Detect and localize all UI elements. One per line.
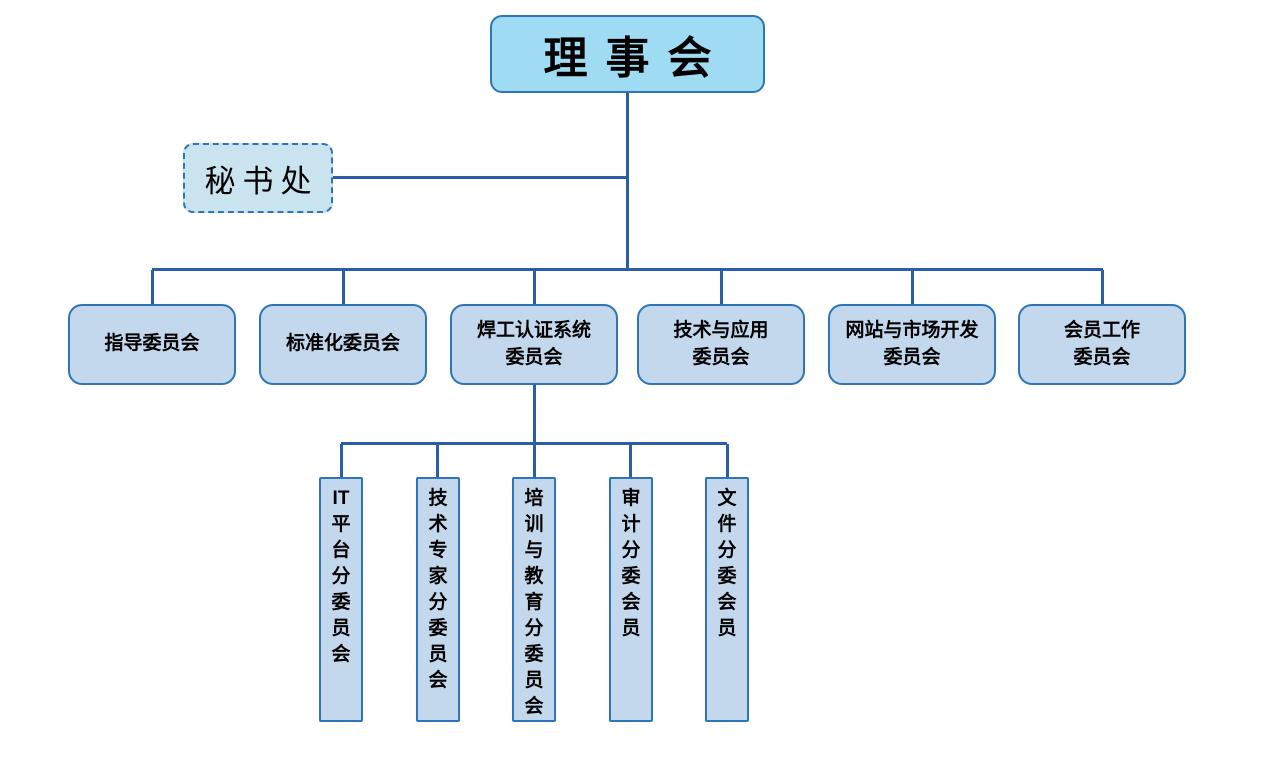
connector-drop — [1101, 270, 1104, 305]
node-committee-guidance: 指导委员会 — [68, 304, 236, 385]
node-subcommittee-it-platform: IT 平 台 分 委 员 会 — [319, 477, 363, 722]
connector-sub-drop — [629, 444, 632, 478]
connector-drop — [533, 270, 536, 305]
node-subcommittee-training-education: 培 训 与 教 育 分 委 员 会 — [512, 477, 556, 722]
connector-sub-drop — [436, 444, 439, 478]
node-committee-standardization: 标准化委员会 — [259, 304, 427, 385]
connector-sub-drop — [533, 444, 536, 478]
connector-subtree-vertical — [533, 385, 536, 444]
connector-drop — [151, 270, 154, 305]
node-secretariat: 秘书处 — [183, 143, 333, 213]
connector-secretariat — [331, 176, 627, 179]
node-committee-membership-work: 会员工作 委员会 — [1018, 304, 1186, 385]
subcommittee-label: 文 件 分 委 会 员 — [717, 488, 737, 639]
node-committee-welder-certification-system: 焊工认证系统 委员会 — [450, 304, 618, 385]
committee-label: 会员工作 委员会 — [1063, 319, 1140, 368]
node-secretariat-label: 秘书处 — [204, 163, 319, 199]
committee-label: 指导委员会 — [104, 333, 200, 355]
committee-label: 标准化委员会 — [285, 333, 400, 355]
connector-subtree-horizontal — [341, 442, 727, 445]
node-subcommittee-technical-experts: 技 术 专 家 分 委 员 会 — [416, 477, 460, 722]
subcommittee-label: 培 训 与 教 育 分 委 员 会 — [524, 488, 544, 717]
subcommittee-label: IT 平 台 分 委 员 会 — [331, 488, 351, 665]
connector-sub-drop — [340, 444, 343, 478]
committee-label: 网站与市场开发 委员会 — [845, 319, 979, 368]
connector-drop — [342, 270, 345, 305]
committee-label: 焊工认证系统 委员会 — [476, 319, 591, 368]
subcommittee-label: 技 术 专 家 分 委 员 会 — [428, 488, 448, 691]
connector-root-vertical — [626, 92, 629, 270]
subcommittee-label: 审 计 分 委 会 员 — [621, 488, 641, 639]
node-subcommittee-audit: 审 计 分 委 会 员 — [609, 477, 653, 722]
node-committee-technology-application: 技术与应用 委员会 — [637, 304, 805, 385]
committee-label: 技术与应用 委员会 — [673, 319, 769, 368]
connector-drop — [911, 270, 914, 305]
connector-sub-drop — [726, 444, 729, 478]
connector-drop — [720, 270, 723, 305]
node-subcommittee-documents: 文 件 分 委 会 员 — [705, 477, 749, 722]
node-committee-website-market-development: 网站与市场开发 委员会 — [828, 304, 996, 385]
node-board-of-directors: 理事会 — [490, 15, 765, 93]
connector-committees-horizontal — [152, 268, 1103, 271]
node-board-of-directors-label: 理事会 — [543, 34, 730, 83]
